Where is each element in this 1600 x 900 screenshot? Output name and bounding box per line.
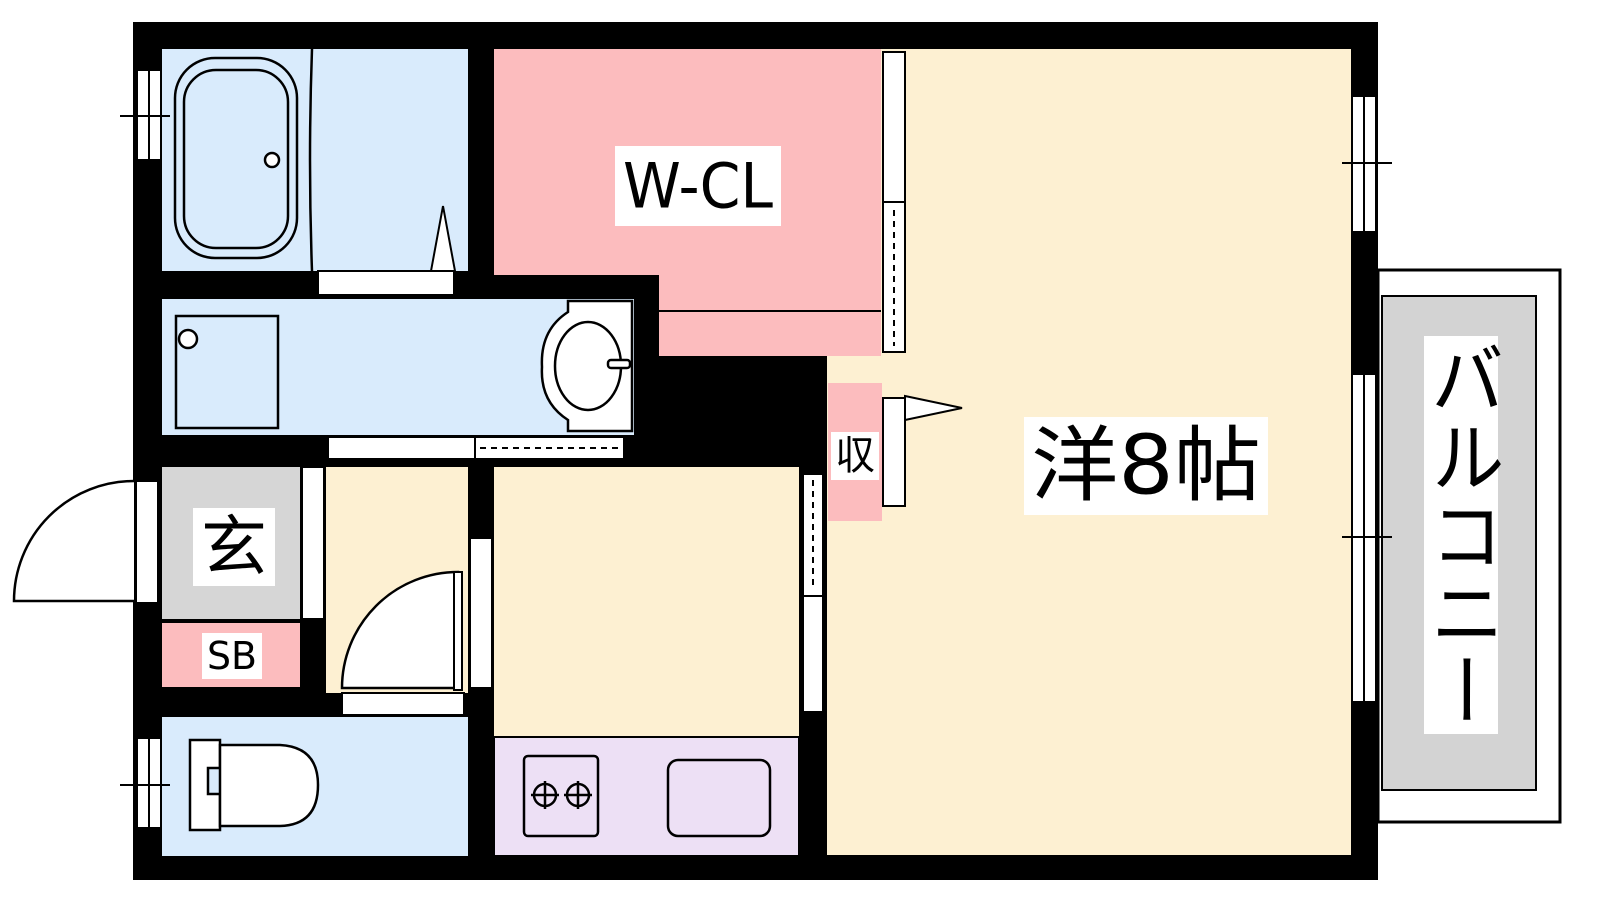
window-bathroom <box>120 69 170 161</box>
label-shoe-box: SB <box>202 633 262 679</box>
toilet-door <box>340 570 465 716</box>
bathroom <box>162 49 468 271</box>
label-western-room: 洋8帖 <box>1024 417 1268 515</box>
stove <box>522 754 600 838</box>
label-balcony: バルコニー <box>1418 339 1504 729</box>
bathtub <box>173 48 314 272</box>
balcony <box>1376 268 1562 824</box>
entrance-label: 玄 <box>201 509 267 586</box>
label-storage: 収 <box>831 432 879 480</box>
walk-in-closet-lower <box>659 270 881 356</box>
kitchen-sliding-door <box>802 473 824 713</box>
washing-machine-pan <box>174 314 280 430</box>
walk-in-closet-label: W-CL <box>623 150 773 223</box>
balcony-label: バルコニー <box>1418 339 1504 729</box>
window-room-upper <box>1342 95 1392 233</box>
window-balcony <box>1342 373 1392 703</box>
wash-basin <box>540 299 634 433</box>
entrance-door <box>12 479 159 604</box>
storage-door-mark <box>904 394 963 422</box>
label-walk-in-closet: W-CL <box>615 146 781 226</box>
window-toilet <box>120 737 170 829</box>
western-room-label: 洋8帖 <box>1031 419 1261 514</box>
closet-sliding-door <box>882 51 906 353</box>
toilet <box>188 738 320 832</box>
shoe-box-label: SB <box>207 634 257 678</box>
label-entrance: 玄 <box>193 508 275 586</box>
kitchen-sink <box>666 758 772 838</box>
storage-label: 収 <box>835 433 875 479</box>
washroom-sliding-door <box>327 436 625 460</box>
